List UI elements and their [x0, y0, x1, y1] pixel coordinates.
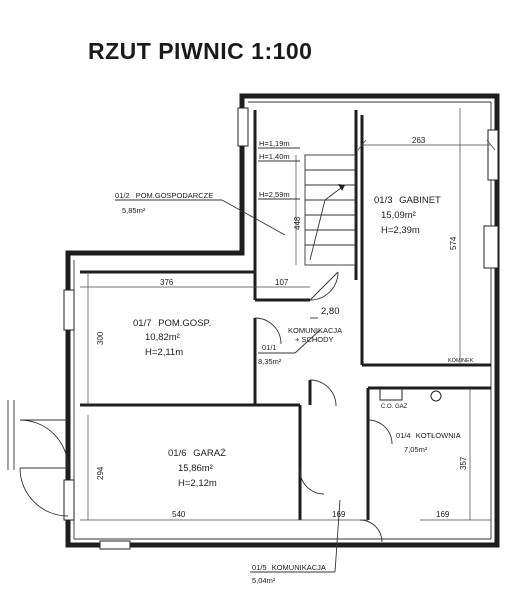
garage-door: [7, 400, 69, 517]
window-pomgosp: [63, 289, 75, 331]
dim-kom-width: 169: [332, 510, 346, 519]
dim-kotlownia-depth: 357: [459, 456, 468, 470]
pom-gospodarcze-area: 5,85m²: [122, 206, 146, 215]
stair-heights: H=1,19m H=1,40m H=2,59m: [258, 139, 300, 200]
svg-text:01/2 POM.GOSPODARCZE: 01/2 POM.GOSPODARCZE: [115, 191, 213, 200]
co-gaz-label: C.O. GAZ: [381, 404, 408, 410]
garaz-area: 15,86m²: [178, 463, 213, 474]
interior-walls: [80, 110, 491, 520]
boiler-equipment: [379, 387, 442, 402]
gabinet-height: H=2,39m: [381, 225, 420, 236]
dim-garaz-depth: 294: [96, 466, 105, 480]
window-bottom: [99, 540, 131, 550]
garaz-height: H=2,12m: [178, 478, 217, 489]
pom-gospodarcze-name: POM.GOSPODARCZE: [136, 191, 214, 200]
windows: [63, 107, 499, 550]
stair-height-3: H=2,59m: [259, 190, 290, 199]
window-gabinet: [483, 225, 499, 269]
dim-pomgosp-depth: 300: [96, 331, 105, 345]
door-swings: [254, 271, 393, 543]
dim-stair-width: 107: [275, 278, 289, 287]
komunikacja-name: KOMUNIKACJA: [272, 563, 326, 572]
stair-height-2: H=1,40m: [259, 152, 290, 161]
komunikacja-schody-area: 8,35m²: [258, 357, 282, 366]
svg-text:01/3 GABINET: 01/3 GABINET: [374, 195, 441, 206]
gabinet-code: 01/3: [374, 195, 393, 206]
plan-title: RZUT PIWNIC 1:100: [88, 38, 313, 64]
kotlownia-code: 01/4: [396, 431, 411, 440]
kominek-label: KOMINEK: [448, 358, 474, 364]
dim-pomgosp-width: 376: [160, 278, 174, 287]
kotlownia-area: 7,05m²: [404, 445, 428, 454]
co-gaz-boiler: [379, 387, 403, 401]
komunikacja-area: 5,04m²: [252, 576, 276, 585]
window-garaz-left: [63, 479, 75, 521]
pom-gosp-code: 01/7: [133, 318, 152, 329]
outer-wall: [65, 93, 500, 548]
window-top-right: [487, 129, 499, 181]
leader-lines: [115, 199, 341, 573]
staircase: [304, 154, 356, 266]
level-mark: 2,80: [321, 306, 340, 317]
pom-gosp-area: 10,82m²: [145, 332, 180, 343]
dim-gabinet-width: 263: [412, 136, 426, 145]
komunikacja-schody-code: 01/1: [262, 343, 277, 352]
svg-text:01/5 KOMUNIKACJA: 01/5 KOMUNIKACJA: [252, 563, 326, 572]
svg-text:01/7 POM.GOSP.: 01/7 POM.GOSP.: [133, 318, 211, 329]
komunikacja-schody-name-2: + SCHODY: [295, 335, 334, 344]
window-top-left: [237, 107, 249, 147]
gabinet-area: 15,09m²: [381, 210, 416, 221]
garaz-code: 01/6: [168, 448, 187, 459]
kotlownia-name: KOTŁOWNIA: [416, 431, 461, 440]
svg-text:01/6 GARAŻ: 01/6 GARAŻ: [168, 448, 226, 459]
pom-gospodarcze-code: 01/2: [115, 191, 130, 200]
dimension-labels: 263 574 448 107 376 300 540 294 169 169 …: [96, 136, 468, 519]
boiler-drain-icon: [430, 390, 442, 402]
stair-height-1: H=1,19m: [259, 139, 290, 148]
komunikacja-schody-name-1: KOMUNIKACJA: [288, 326, 342, 335]
dim-kotlownia-width: 169: [436, 510, 450, 519]
garaz-name: GARAŻ: [193, 448, 226, 459]
gabinet-name: GABINET: [399, 195, 441, 206]
dim-stair-length: 448: [293, 216, 302, 230]
dim-garaz-length: 540: [172, 510, 186, 519]
dim-gabinet-length: 574: [449, 236, 458, 250]
room-labels: 01/2 POM.GOSPODARCZE 5,85m² 01/3 GABINET…: [115, 191, 461, 585]
pom-gosp-name: POM.GOSP.: [158, 318, 211, 329]
pom-gosp-height: H=2,11m: [145, 347, 183, 358]
dimension-lines: [80, 108, 496, 521]
komunikacja-code: 01/5: [252, 563, 267, 572]
svg-text:01/4 KOTŁOWNIA: 01/4 KOTŁOWNIA: [396, 431, 461, 440]
